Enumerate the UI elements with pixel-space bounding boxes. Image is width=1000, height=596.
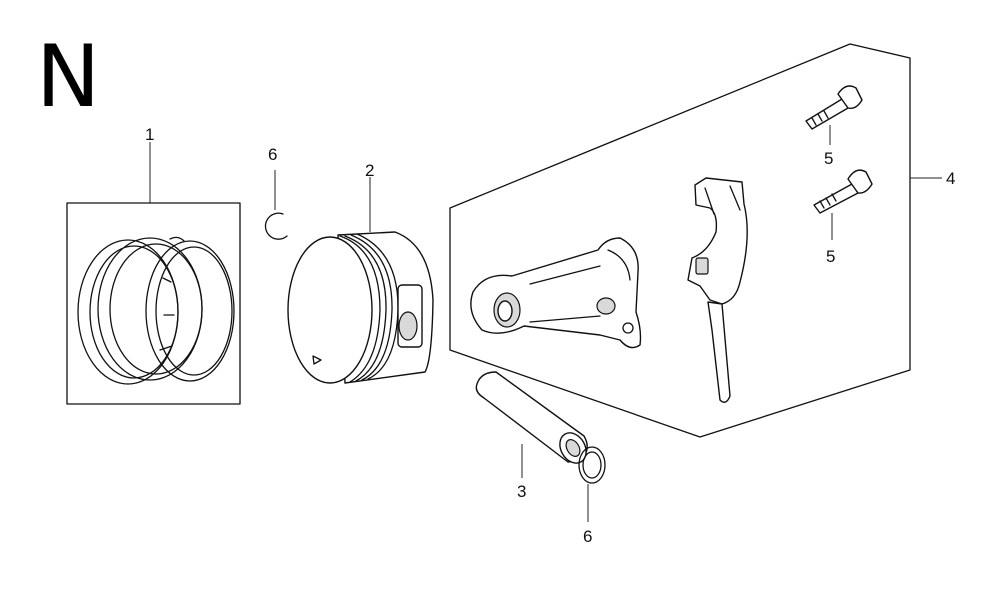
section-letter: N: [36, 27, 100, 127]
callout-5-lower: 5: [826, 247, 835, 266]
clip-lower: [578, 446, 606, 522]
callout-4: 4: [946, 169, 955, 188]
ring-group: [77, 236, 235, 385]
rod-bolt-upper: [805, 85, 863, 145]
rod-cap: [687, 177, 748, 403]
callout-3: 3: [517, 482, 526, 501]
callout-6-upper: 6: [268, 145, 277, 164]
clip-upper: [264, 170, 288, 240]
rod-bolt-lower: [813, 169, 873, 240]
piston-pin: [475, 371, 588, 478]
ring-set-box: [66, 202, 241, 405]
piston-ring-set: [66, 142, 241, 405]
piston: [287, 177, 434, 384]
rod-set-box: [449, 43, 911, 438]
connecting-rod: [470, 237, 642, 349]
callout-5-upper: 5: [824, 149, 833, 168]
connecting-rod-set: [449, 43, 942, 438]
callout-2: 2: [365, 161, 374, 180]
callout-6-lower: 6: [583, 527, 592, 546]
callout-1: 1: [145, 125, 154, 144]
